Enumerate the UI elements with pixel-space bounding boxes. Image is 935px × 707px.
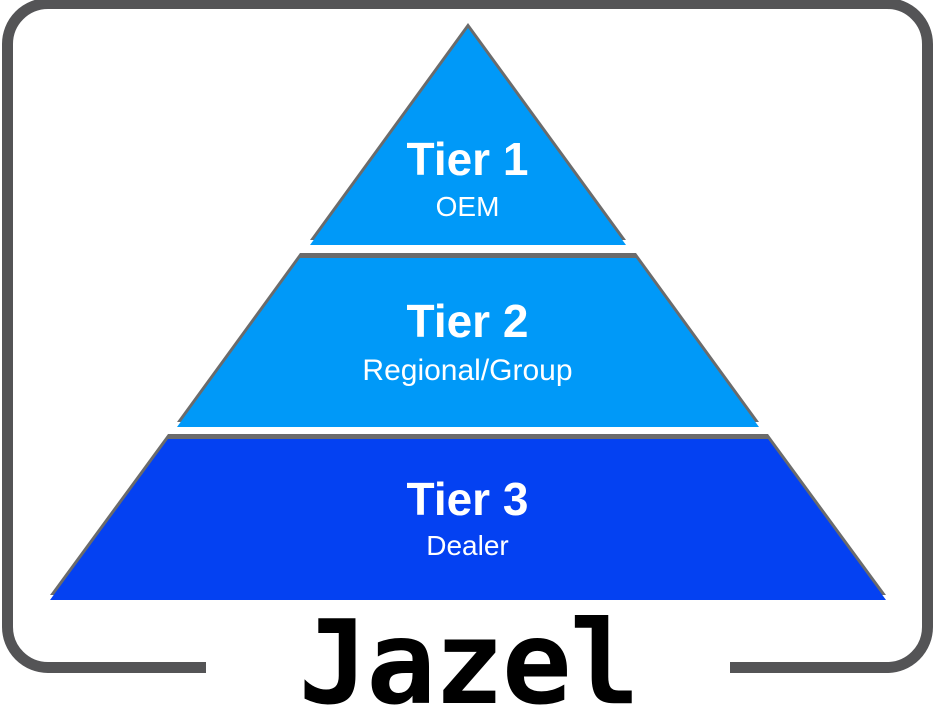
jazel-logo: Jazel <box>298 596 639 707</box>
tier-1-shape <box>310 23 626 245</box>
tier-2-shape <box>177 253 759 427</box>
tier-1-polygon <box>310 28 626 245</box>
tier-2-polygon <box>177 258 759 427</box>
logo-background: Jazel <box>206 606 730 707</box>
tier-3-polygon <box>50 439 886 600</box>
tier-3-shape <box>50 434 886 600</box>
